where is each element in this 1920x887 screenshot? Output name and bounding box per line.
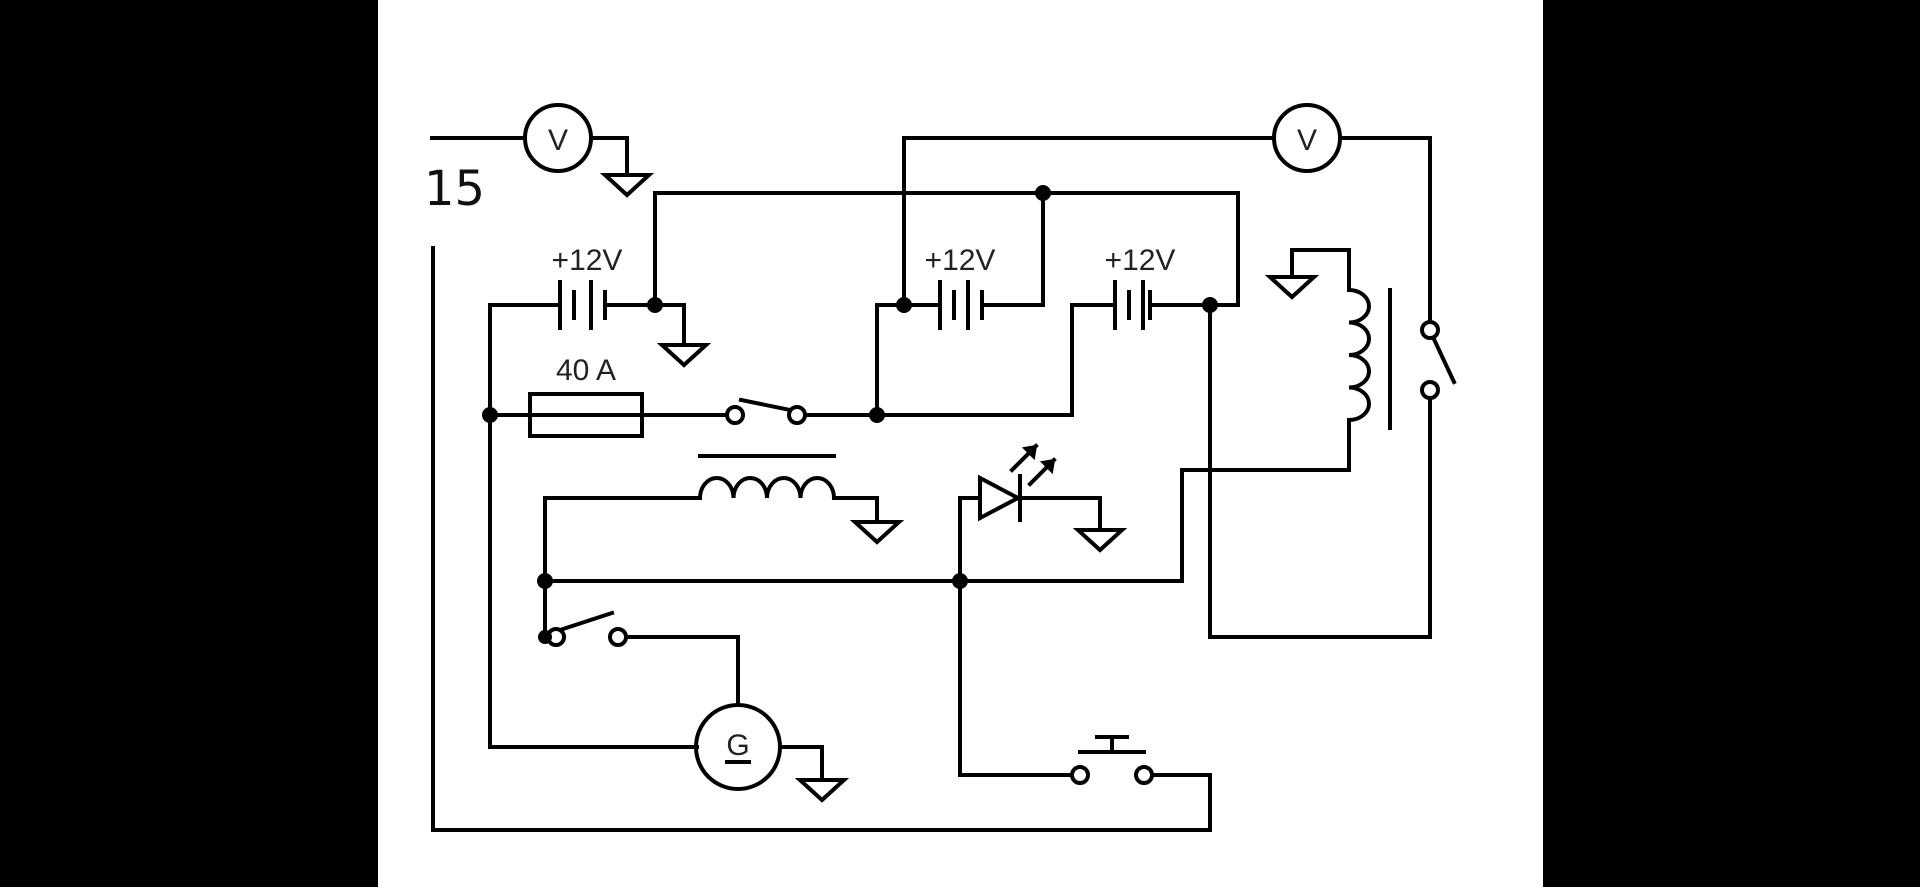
relay-coil: [1346, 287, 1392, 430]
ground-icon: [656, 343, 712, 368]
diagram-number: 15: [424, 161, 485, 217]
relay-switch: [1420, 320, 1457, 400]
ground-icon: [1264, 275, 1320, 300]
fuse: 40 A: [528, 354, 644, 438]
battery-voltage-label: +12V: [1105, 244, 1176, 277]
inductor: [697, 454, 837, 501]
ground-icon: [849, 520, 905, 545]
switch-main: [725, 397, 807, 425]
battery-1: +12V: [552, 244, 623, 330]
voltmeter-right: V: [1272, 103, 1342, 173]
junctions: [482, 185, 1218, 644]
led: [978, 443, 1057, 522]
voltmeter-symbol: V: [1297, 124, 1317, 157]
generator-symbol: G: [726, 729, 749, 762]
pushbutton: [1070, 735, 1154, 785]
ground-icon: [794, 778, 850, 803]
generator: G: [694, 703, 782, 791]
ground-icon: [1072, 528, 1128, 553]
ground-icon: [599, 173, 655, 198]
switch-lower: [546, 610, 628, 647]
battery-3: +12V: [1105, 244, 1176, 330]
voltmeter-left: V: [523, 103, 593, 173]
fuse-label: 40 A: [556, 354, 616, 387]
voltmeter-symbol: V: [548, 124, 568, 157]
wires: [430, 136, 1432, 832]
battery-2: +12V: [925, 244, 996, 330]
label-mask: [418, 152, 508, 242]
battery-voltage-label: +12V: [925, 244, 996, 277]
ground-symbols: [599, 173, 1320, 803]
battery-voltage-label: +12V: [552, 244, 623, 277]
